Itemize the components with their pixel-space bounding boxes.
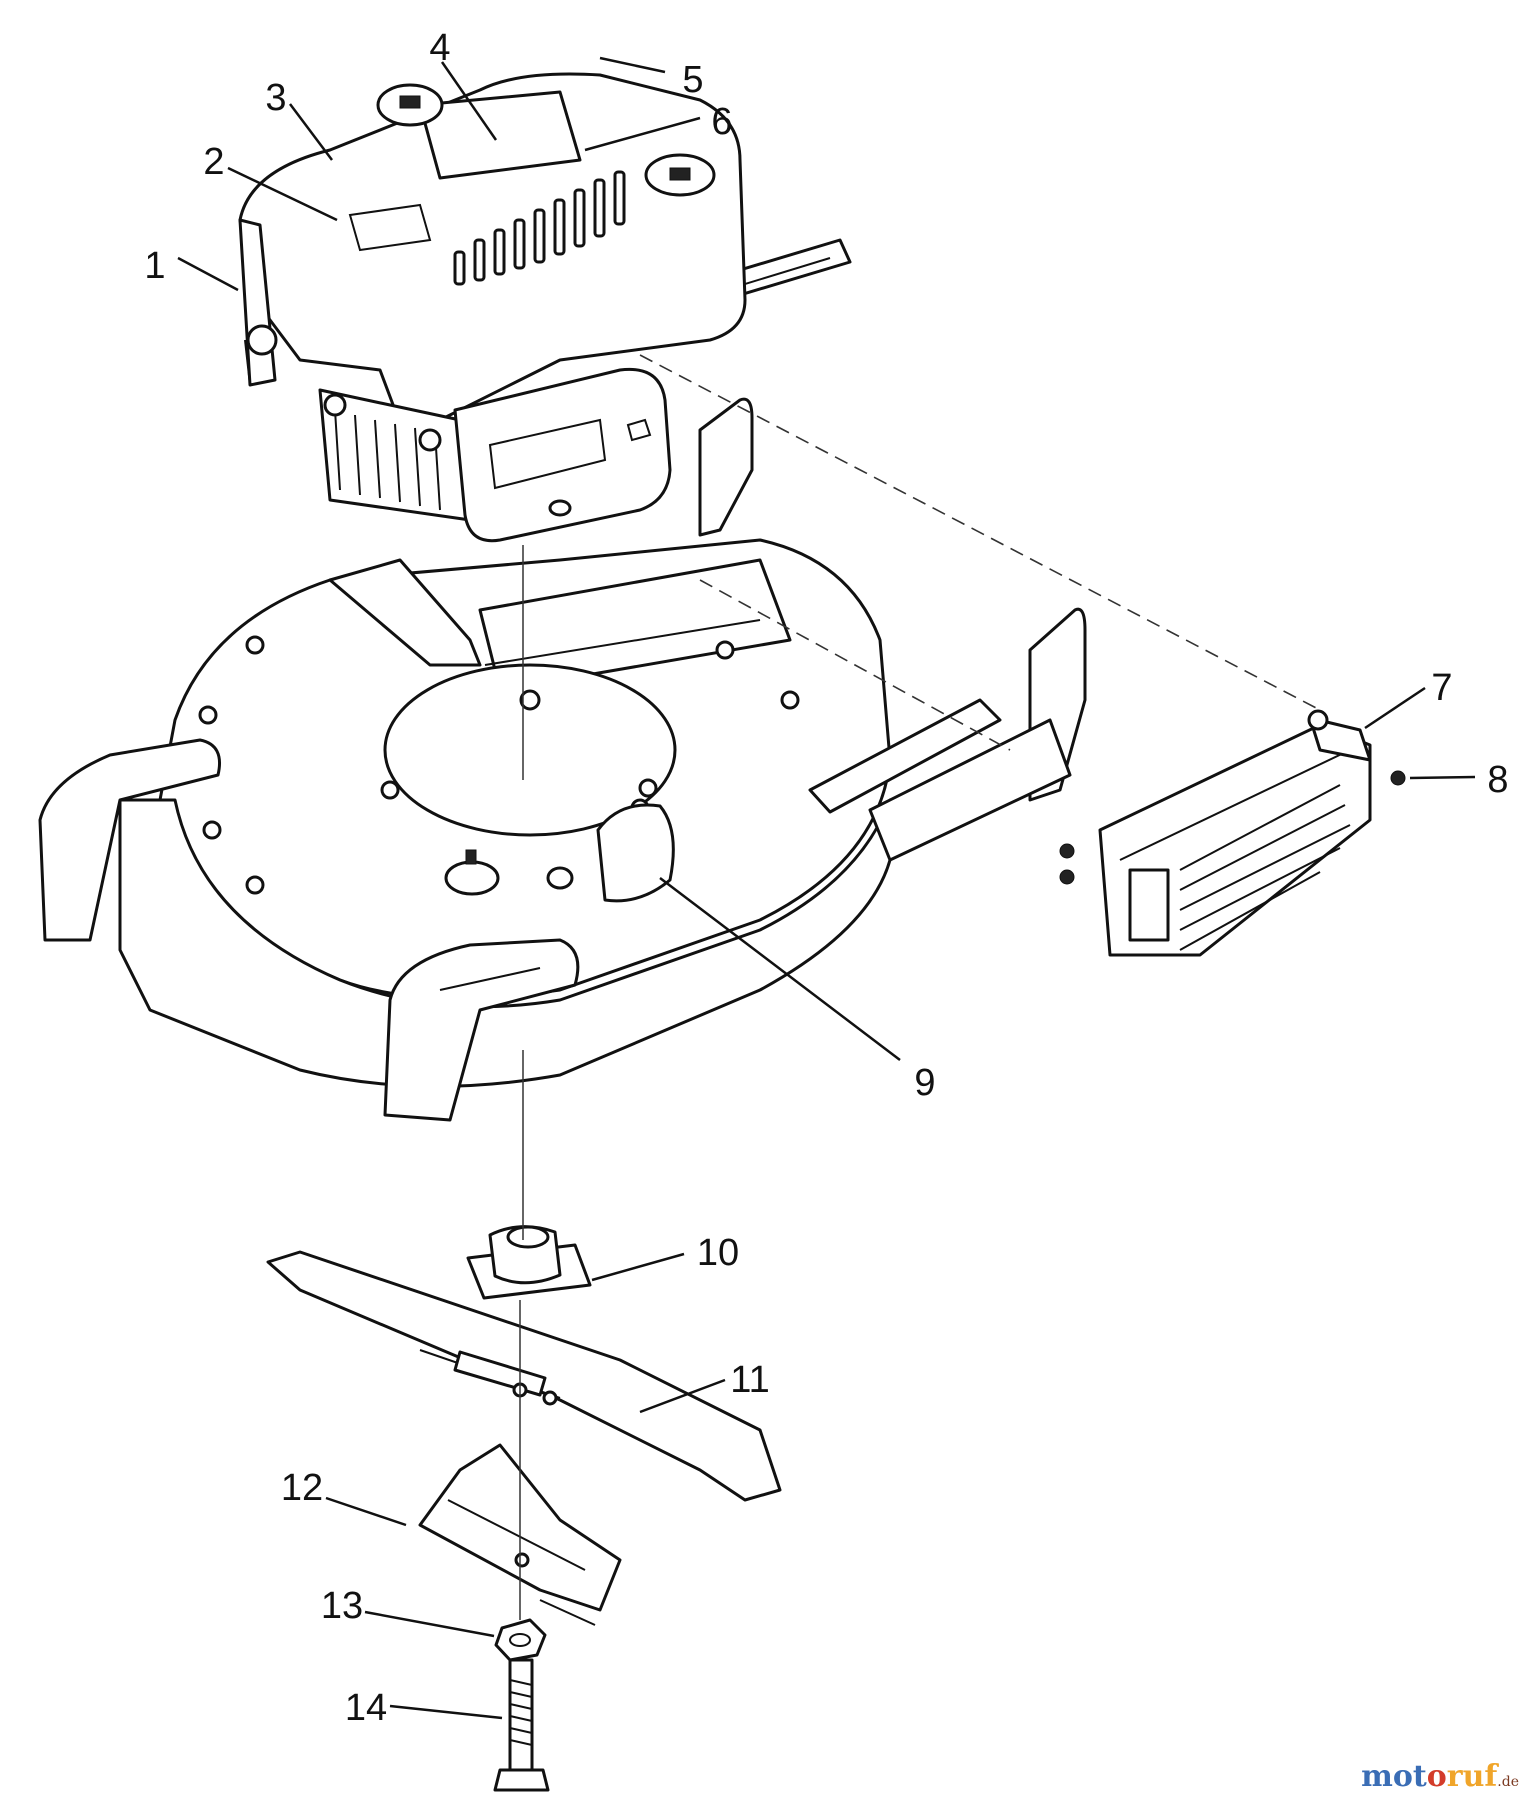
callout-1: 1 <box>144 245 165 287</box>
callout-6: 6 <box>711 101 732 143</box>
engine-assembly <box>238 72 852 543</box>
callout-9: 9 <box>914 1062 935 1104</box>
watermark-part-3: ruf <box>1446 1759 1498 1794</box>
guard-screws <box>1059 770 1406 885</box>
callout-2: 2 <box>203 141 224 183</box>
watermark-part-1: mot <box>1361 1759 1427 1794</box>
mower-deck <box>38 397 1087 1122</box>
blade-stack <box>266 1225 782 1792</box>
shroud-vents <box>453 170 626 286</box>
watermark-part-2: o <box>1426 1759 1447 1794</box>
callout-5: 5 <box>682 59 703 101</box>
rear-guard <box>1059 709 1406 957</box>
callout-14: 14 <box>345 1687 387 1729</box>
site-watermark: motoruf.de <box>1361 1759 1519 1794</box>
callout-3: 3 <box>265 77 286 119</box>
callout-11: 11 <box>730 1359 769 1401</box>
leader-lines <box>177 56 1476 1720</box>
callout-13: 13 <box>321 1585 363 1627</box>
watermark-part-4: .de <box>1497 1774 1519 1790</box>
callout-labels: 1 2 3 4 5 6 7 8 9 10 11 12 13 14 <box>144 27 1508 1729</box>
callout-7: 7 <box>1431 667 1452 709</box>
alignment-lines <box>519 354 1321 1620</box>
callout-10: 10 <box>697 1232 739 1274</box>
callout-4: 4 <box>429 27 450 69</box>
callout-8: 8 <box>1487 759 1508 801</box>
cylinder-fins <box>318 388 472 522</box>
callout-12: 12 <box>281 1467 323 1509</box>
